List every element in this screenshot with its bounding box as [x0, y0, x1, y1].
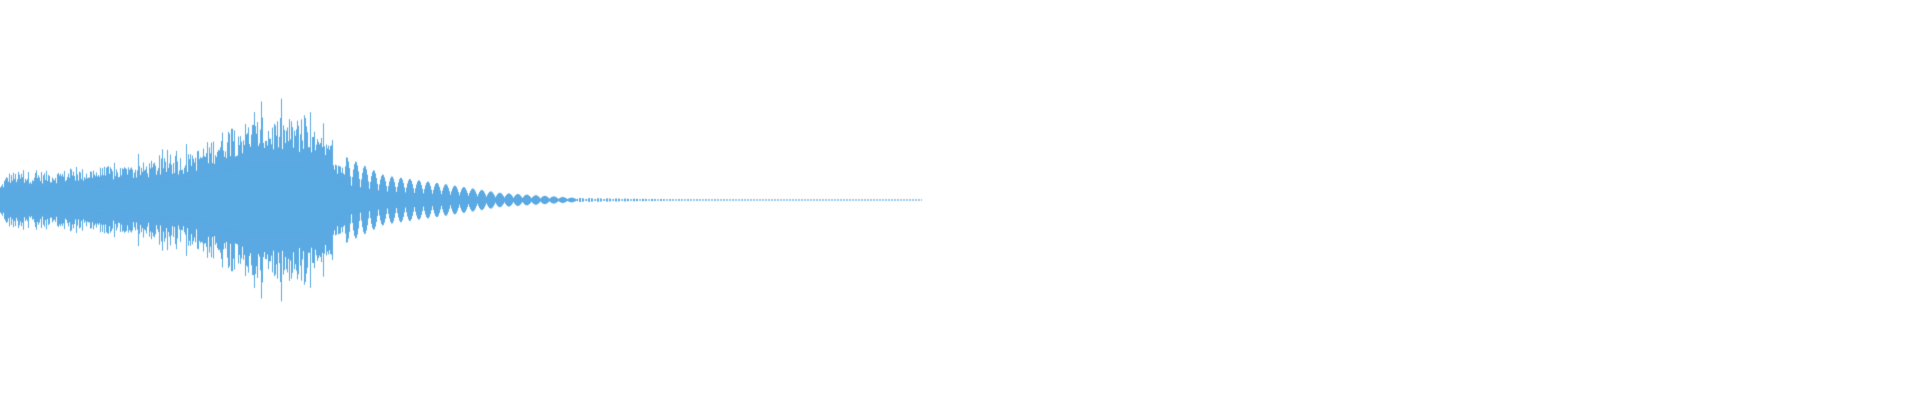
- audio-waveform[interactable]: [0, 0, 1920, 400]
